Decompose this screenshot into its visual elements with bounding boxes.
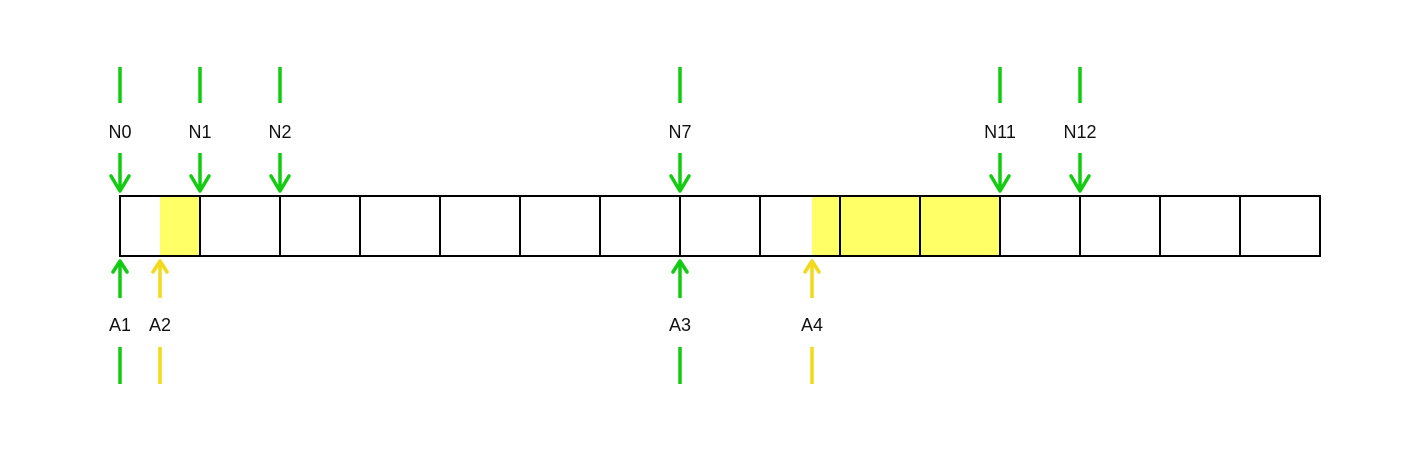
marker-label: A4 [801, 315, 823, 335]
cell-strip [119, 195, 1321, 257]
arrow-up-icon [671, 259, 689, 274]
cell-7 [679, 195, 761, 257]
top-marker-n2: N2 [268, 67, 292, 193]
bottom-marker-a4: A4 [801, 259, 823, 384]
cell-6 [599, 195, 681, 257]
arrow-down-icon [669, 174, 691, 193]
bottom-marker-a1: A1 [109, 259, 131, 384]
marker-label: N0 [108, 122, 131, 142]
marker-label: A2 [149, 315, 171, 335]
bottom-marker-a3: A3 [669, 259, 691, 384]
bottom-markers: A1 A2 A3 A4 [109, 259, 823, 384]
top-marker-n0: N0 [108, 67, 132, 193]
cell-11 [999, 195, 1081, 257]
top-marker-n12: N12 [1063, 67, 1097, 193]
arrow-down-icon [189, 174, 211, 193]
cell-14 [1239, 195, 1321, 257]
highlight-region-2 [812, 196, 1000, 256]
highlight-layer [160, 196, 1000, 256]
marker-label: A1 [109, 315, 131, 335]
arrow-down-icon [1069, 174, 1091, 193]
marker-label: A3 [669, 315, 691, 335]
cell-13 [1159, 195, 1241, 257]
marker-label: N2 [268, 122, 291, 142]
arrow-up-icon [151, 259, 169, 274]
cell-12 [1079, 195, 1161, 257]
cell-4 [439, 195, 521, 257]
cell-5 [519, 195, 601, 257]
cell-3 [359, 195, 441, 257]
marker-label: N1 [188, 122, 211, 142]
arrow-down-icon [989, 174, 1011, 193]
top-marker-n11: N11 [984, 67, 1016, 193]
arrow-down-icon [269, 174, 291, 193]
highlight-region-1 [160, 196, 200, 256]
cell-2 [279, 195, 361, 257]
marker-label: N12 [1063, 122, 1096, 142]
top-marker-n7: N7 [668, 67, 692, 193]
marker-label: N11 [984, 122, 1016, 142]
arrow-down-icon [109, 174, 131, 193]
top-marker-n1: N1 [188, 67, 212, 193]
arrow-up-icon [803, 259, 821, 274]
marker-label: N7 [668, 122, 691, 142]
arrow-up-icon [111, 259, 129, 274]
top-markers: N0 N1 N2 N7 N11 N12 [108, 67, 1097, 193]
cell-1 [199, 195, 281, 257]
bottom-marker-a2: A2 [149, 259, 171, 384]
